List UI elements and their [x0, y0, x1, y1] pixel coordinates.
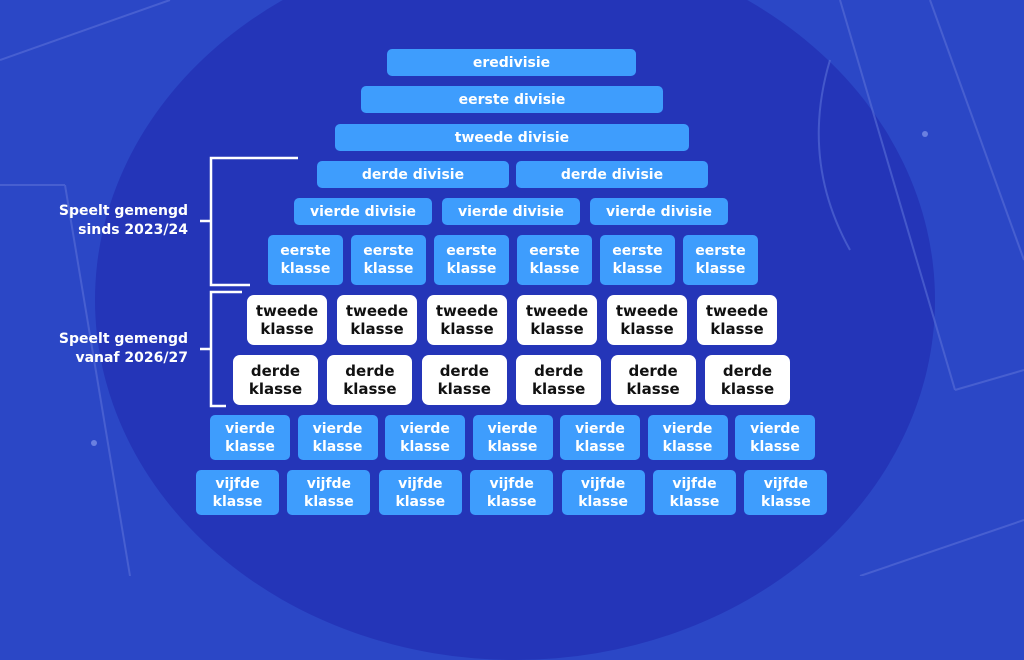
bracket-mixed-from-2026: [200, 290, 242, 408]
tier-box-tweede-klasse: tweede klasse: [337, 295, 417, 345]
tier-box-tweede-divisie: tweede divisie: [335, 124, 689, 151]
tier-box-eerste-klasse: eerste klasse: [434, 235, 509, 285]
tier-box-derde-klasse: derde klasse: [233, 355, 318, 405]
tier-box-eerste-divisie: eerste divisie: [361, 86, 663, 113]
tier-box-vierde-divisie: vierde divisie: [442, 198, 580, 225]
tier-box-tweede-klasse: tweede klasse: [247, 295, 327, 345]
tier-box-vijfde-klasse: vijfde klasse: [744, 470, 828, 515]
tier-box-vierde-klasse: vierde klasse: [647, 415, 728, 460]
tier-box-derde-divisie: derde divisie: [516, 161, 708, 188]
tier-box-eerste-klasse: eerste klasse: [351, 235, 426, 285]
tier-box-tweede-klasse: tweede klasse: [607, 295, 687, 345]
tier-box-derde-klasse: derde klasse: [327, 355, 413, 405]
group-brackets: [200, 156, 298, 408]
tier-box-vijfde-klasse: vijfde klasse: [196, 470, 279, 515]
tier-box-derde-klasse: derde klasse: [421, 355, 507, 405]
tier-box-tweede-klasse: tweede klasse: [517, 295, 597, 345]
tier-box-eredivisie: eredivisie: [387, 49, 636, 76]
tier-box-vierde-divisie: vierde divisie: [294, 198, 432, 225]
tier-box-vierde-klasse: vierde klasse: [210, 415, 290, 460]
tier-box-eerste-klasse: eerste klasse: [268, 235, 343, 285]
tier-box-eerste-klasse: eerste klasse: [600, 235, 675, 285]
tier-box-derde-klasse: derde klasse: [610, 355, 696, 405]
tier-box-vierde-klasse: vierde klasse: [297, 415, 378, 460]
tier-box-vierde-klasse: vierde klasse: [472, 415, 553, 460]
tier-box-vijfde-klasse: vijfde klasse: [653, 470, 736, 515]
tier-box-eerste-klasse: eerste klasse: [683, 235, 758, 285]
tier-box-vijfde-klasse: vijfde klasse: [470, 470, 554, 515]
tier-box-vierde-divisie: vierde divisie: [590, 198, 728, 225]
tier-box-vijfde-klasse: vijfde klasse: [378, 470, 462, 515]
tier-box-derde-divisie: derde divisie: [317, 161, 509, 188]
tier-box-derde-klasse: derde klasse: [516, 355, 602, 405]
group-label-since-2023: Speelt gemengd sinds 2023/24: [58, 203, 188, 238]
tier-box-vierde-klasse: vierde klasse: [735, 415, 815, 460]
tier-box-vijfde-klasse: vijfde klasse: [287, 470, 371, 515]
tier-box-eerste-klasse: eerste klasse: [517, 235, 592, 285]
group-label-from-2026: Speelt gemengd vanaf 2026/27: [58, 331, 188, 366]
tier-box-vierde-klasse: vierde klasse: [560, 415, 640, 460]
tier-box-derde-klasse: derde klasse: [705, 355, 790, 405]
tier-box-vijfde-klasse: vijfde klasse: [561, 470, 645, 515]
tier-box-tweede-klasse: tweede klasse: [427, 295, 507, 345]
bracket-mixed-since-2023: [200, 156, 298, 287]
tier-box-tweede-klasse: tweede klasse: [697, 295, 777, 345]
football-field-lines: [0, 0, 1024, 576]
tier-box-vierde-klasse: vierde klasse: [385, 415, 465, 460]
